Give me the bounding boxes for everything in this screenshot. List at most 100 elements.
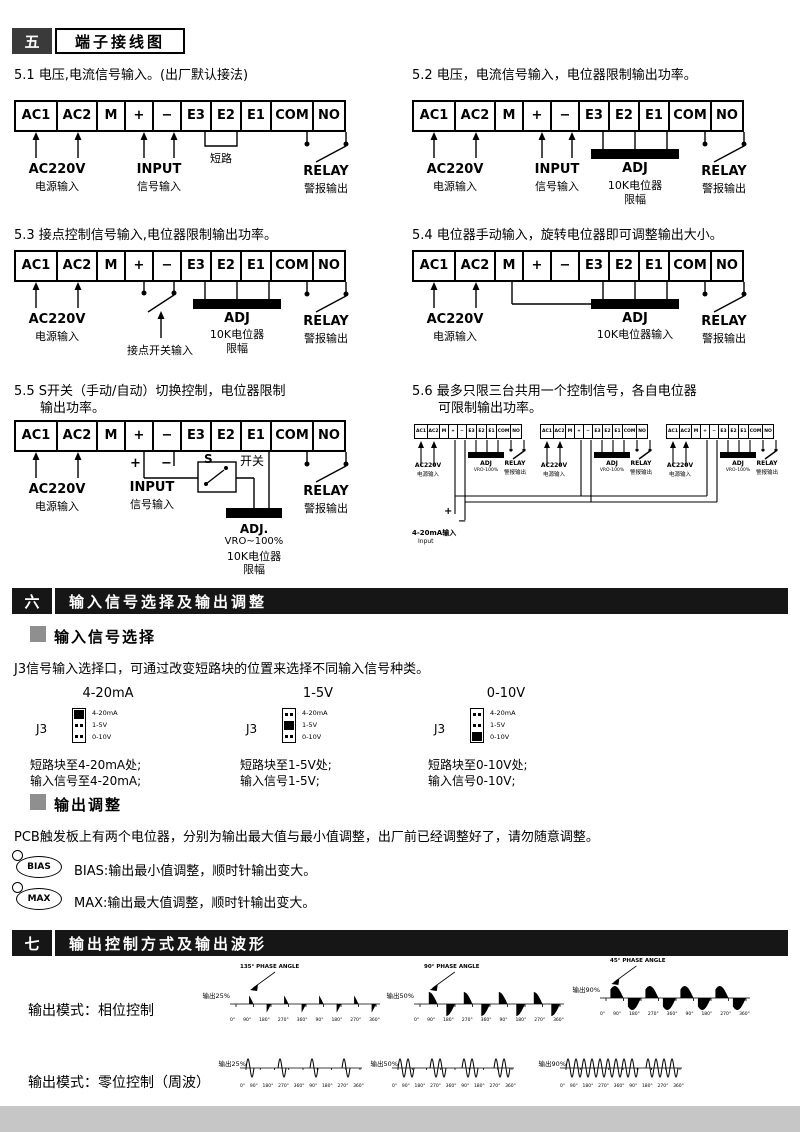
pot-paragraph: PCB触发板上有两个电位器，分别为输出最大值与最小值调整，出厂前已经调整好了，请… <box>14 830 599 845</box>
adj-label: ADJ. <box>239 522 269 536</box>
terminal-+: + <box>124 252 152 280</box>
mode-label-phase: 输出模式：相位控制 <box>28 1003 154 1019</box>
terminal-+: + <box>124 422 152 450</box>
axis-tick: 90° <box>427 1018 436 1023</box>
j3-note: 短路块至4-20mA处; <box>30 758 142 772</box>
axis-tick: 270° <box>489 1084 501 1089</box>
max-icon-label: MAX <box>27 894 51 904</box>
terminal-COM: COM <box>668 252 710 280</box>
max-pot-icon: MAX <box>12 882 62 910</box>
axis-tick: 270° <box>277 1018 289 1023</box>
axis-tick: 270° <box>461 1018 473 1023</box>
terminal-NO: NO <box>762 425 773 438</box>
terminal-E2: E2 <box>728 425 738 438</box>
output-percent-label: 输出25% <box>202 992 230 1000</box>
relay-label: RELAY <box>303 314 349 329</box>
unit-power-sublabel: 电源输入 <box>416 472 439 478</box>
terminal-COM: COM <box>748 425 762 438</box>
axis-tick: 90° <box>613 1012 622 1017</box>
j3-note: 输入信号至4-20mA; <box>30 774 142 788</box>
output-percent-label: 输出50% <box>370 1060 398 1068</box>
axis-tick: 360° <box>445 1084 457 1089</box>
jumper-block <box>74 710 84 719</box>
terminal-AC2: AC2 <box>56 252 96 280</box>
terminal-E2: E2 <box>602 425 612 438</box>
axis-tick: 90° <box>569 1084 578 1089</box>
terminal-AC2: AC2 <box>553 425 565 438</box>
bias-icon-label: BIAS <box>27 862 51 872</box>
j3-pin-labels: 4-20mA 1-5V 0-10V <box>302 707 328 743</box>
j3-connector <box>282 708 296 743</box>
axis-tick: 270° <box>430 1084 441 1089</box>
output-percent-label: 输出25% <box>218 1060 246 1068</box>
diagram-caption: 5.4 电位器手动输入，旋转电位器即可调整输出大小。 <box>412 228 723 243</box>
axis-tick: 270° <box>337 1084 349 1089</box>
relay-sublabel: 警报输出 <box>304 502 348 515</box>
waveform-svg <box>414 971 564 1016</box>
terminal-NO: NO <box>636 425 647 438</box>
output-percent-label: 输出90% <box>572 986 600 994</box>
terminal-COM: COM <box>622 425 636 438</box>
axis-tick: 360° <box>613 1084 625 1089</box>
unit-adj-sublabel: VRO-100% <box>599 468 625 473</box>
terminal-E2: E2 <box>210 422 240 450</box>
terminal-−: − <box>457 425 466 438</box>
relay-sublabel: 警报输出 <box>304 182 348 195</box>
adj-sublabel2: 限幅 <box>226 342 248 355</box>
adj-sublabel2: 限幅 <box>624 193 646 206</box>
input-label: INPUT <box>129 480 175 495</box>
axis-tick: 360° <box>673 1084 684 1089</box>
wiring-svg <box>418 440 778 520</box>
terminal-COM: COM <box>270 422 312 450</box>
output-percent-label: 输出90% <box>538 1060 566 1068</box>
power-sublabel: 电源输入 <box>35 330 79 343</box>
axis-tick: 90° <box>685 1012 694 1017</box>
section-5-title: 端子接线图 <box>55 28 186 54</box>
terminal-M: M <box>494 102 522 130</box>
terminal-−: − <box>152 102 180 130</box>
axis-tick: 180° <box>414 1084 426 1089</box>
j3-pin-label: 1-5V <box>92 721 108 729</box>
section-5-number: 五 <box>12 28 52 54</box>
j3-note: 输入信号1-5V; <box>240 774 320 788</box>
terminal-M: M <box>691 425 700 438</box>
power-label: AC220V <box>28 312 86 327</box>
axis-tick: 90° <box>309 1084 318 1089</box>
axis-tick: 180° <box>321 1084 333 1089</box>
terminal-COM: COM <box>668 102 710 130</box>
terminal-E1: E1 <box>240 422 270 450</box>
j3-pin-label: 4-20mA <box>302 709 328 717</box>
unit-adj-sublabel: VRO-100% <box>473 468 499 473</box>
burst-waveform-chart-1: 输出25%0°90°180°270°360°90°180°270°360° <box>212 1050 368 1094</box>
terminal-E2: E2 <box>476 425 486 438</box>
adj-sublabel: 10K电位器 <box>607 179 663 192</box>
max-description: MAX:输出最大值调整，顺时针输出变大。 <box>74 896 316 911</box>
terminal-+: + <box>700 425 709 438</box>
terminal-+: + <box>448 425 457 438</box>
pot-screw-icon <box>12 850 23 861</box>
axis-tick: 360° <box>505 1084 516 1089</box>
scan-edge <box>0 1106 800 1132</box>
relay-sublabel: 警报输出 <box>304 332 348 345</box>
unit-power-sublabel: 电源输入 <box>668 472 691 478</box>
pot-screw-icon <box>12 882 23 893</box>
axis-tick: 270° <box>647 1012 659 1017</box>
terminal-E1: E1 <box>612 425 622 438</box>
terminal-M: M <box>96 252 124 280</box>
terminal-AC1: AC1 <box>419 258 449 273</box>
unit-adj-label: ADJ <box>732 460 744 467</box>
terminal-AC1: AC1 <box>21 428 51 443</box>
j3-pin-labels: 4-20mA 1-5V 0-10V <box>92 707 118 743</box>
power-label: AC220V <box>28 482 86 497</box>
burst-waveform-chart-2: 输出50%0°90°180°270°360°90°180°270°360° <box>364 1050 520 1094</box>
axis-tick: 360° <box>353 1084 364 1089</box>
subsection-title-output-adjust: 输出调整 <box>54 796 123 814</box>
